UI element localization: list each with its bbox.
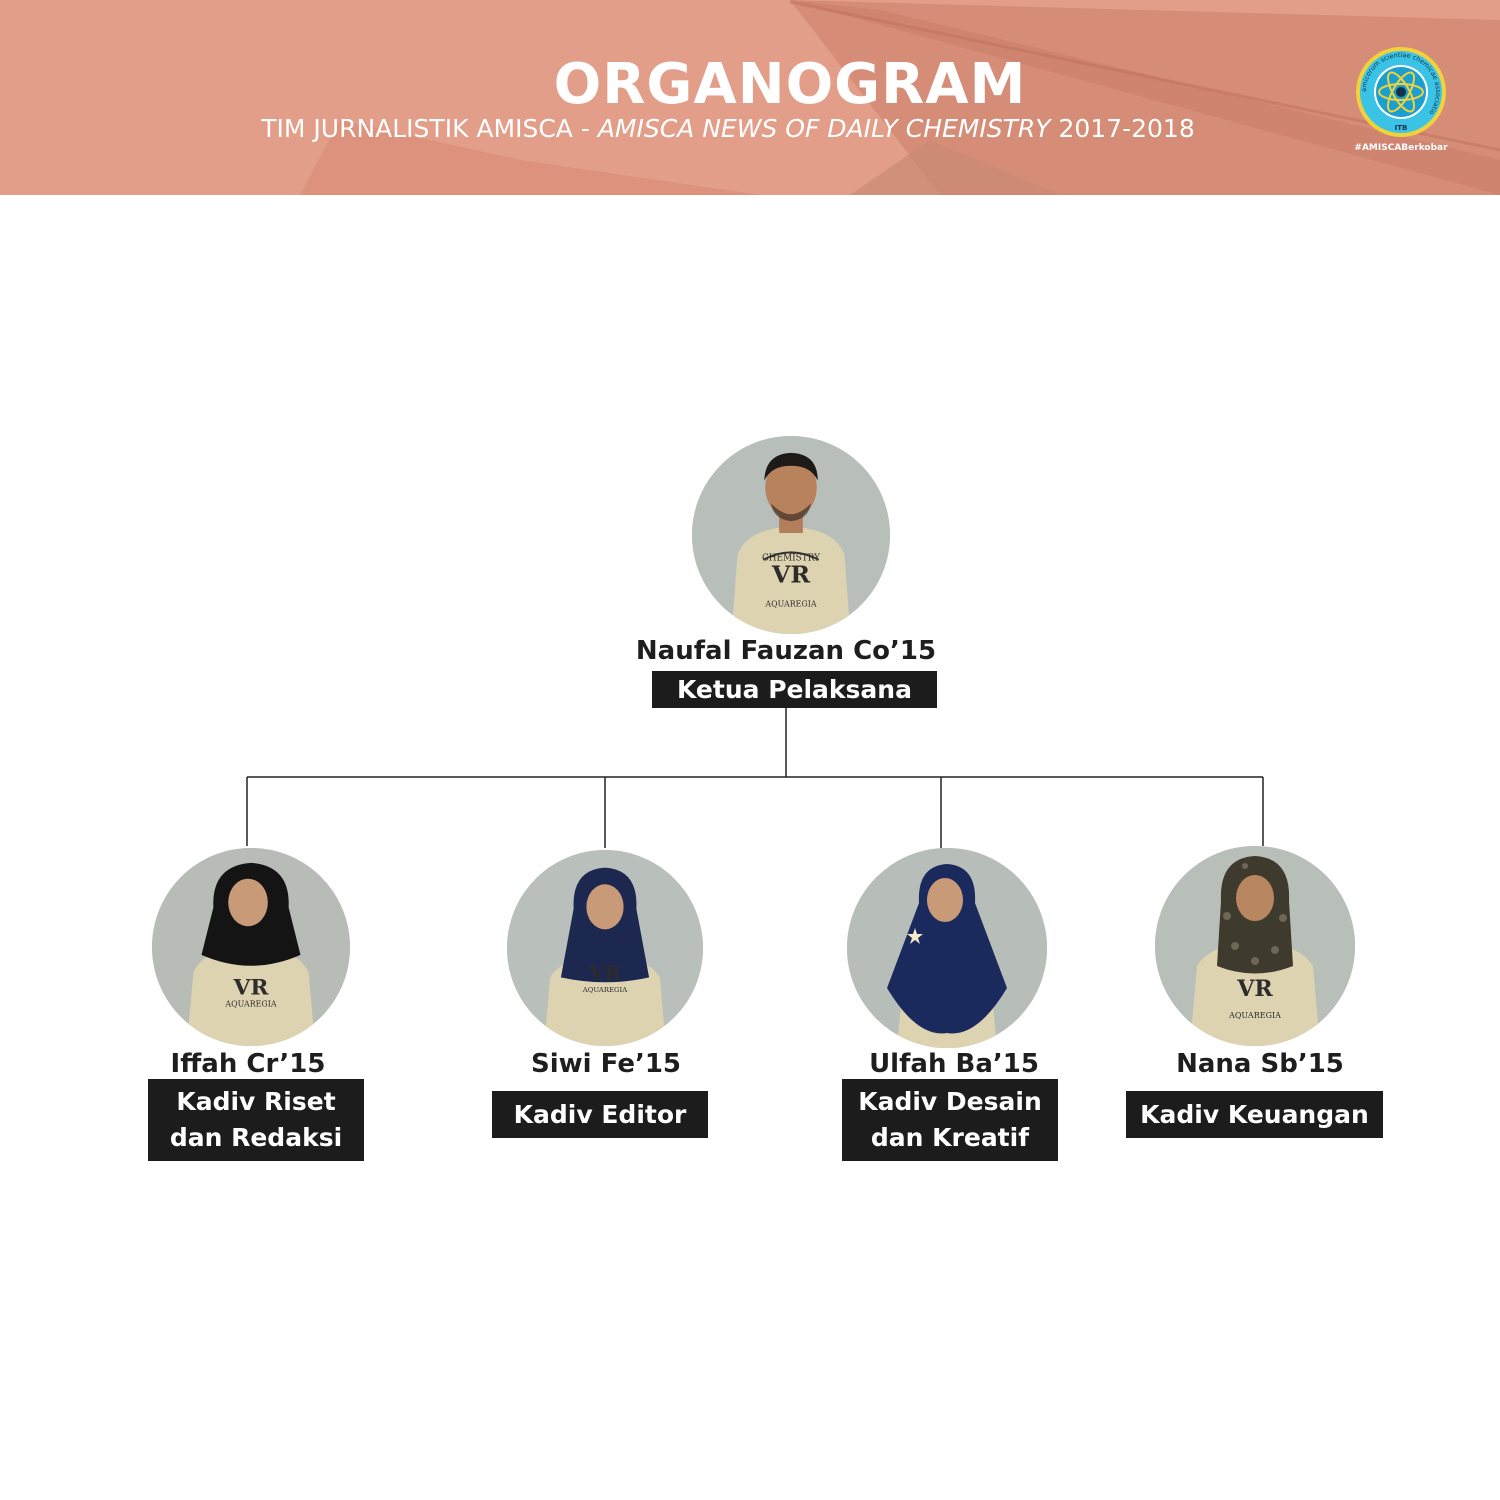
member-photo-avatar: VR AQUAREGIA (507, 850, 703, 1046)
member-role-badge: Kadiv Desain dan Kreatif (842, 1079, 1058, 1161)
member-name: Siwi Fe’15 (530, 1049, 682, 1079)
header-banner: ORGANOGRAM TIM JURNALISTIK AMISCA - AMIS… (0, 0, 1500, 195)
leader-role-badge: Ketua Pelaksana (652, 671, 937, 708)
page-title: ORGANOGRAM (553, 52, 1027, 117)
svg-text:AQUAREGIA: AQUAREGIA (224, 999, 276, 1008)
subtitle-publication: AMISCA NEWS OF DAILY CHEMISTRY (597, 114, 1051, 143)
svg-text:AQUAREGIA: AQUAREGIA (582, 986, 628, 994)
svg-text:VR: VR (233, 976, 270, 1001)
logo-bottom-text: ITB (1395, 124, 1408, 132)
member-name: Iffah Cr’15 (170, 1049, 326, 1079)
page-subtitle: TIM JURNALISTIK AMISCA - AMISCA NEWS OF … (0, 112, 1456, 146)
amisca-logo: amicorum scientiae chemicae associatio I… (1356, 47, 1446, 137)
svg-text:VR: VR (1236, 976, 1273, 1002)
member-photo-avatar (847, 848, 1047, 1048)
member-photo-avatar: VR AQUAREGIA (1155, 846, 1355, 1046)
hashtag-label: #AMISCABerkobar (1354, 143, 1448, 153)
member-name: Nana Sb’15 (1176, 1049, 1344, 1079)
leader-name: Naufal Fauzan Co’15 (635, 636, 937, 666)
subtitle-team: TIM JURNALISTIK AMISCA - (261, 114, 598, 143)
svg-text:AQUAREGIA: AQUAREGIA (1228, 1011, 1281, 1020)
leader-photo-avatar: VR AQUAREGIA CHEMISTRY (692, 436, 890, 634)
svg-text:AQUAREGIA: AQUAREGIA (764, 599, 816, 608)
svg-text:VR: VR (588, 961, 621, 984)
member-role-badge: Kadiv Editor (492, 1091, 708, 1138)
member-photo-avatar: VR AQUAREGIA (152, 848, 350, 1046)
svg-text:CHEMISTRY: CHEMISTRY (762, 554, 820, 564)
member-name: Ulfah Ba’15 (869, 1049, 1039, 1079)
subtitle-year: 2017-2018 (1050, 114, 1195, 143)
member-role-badge: Kadiv Keuangan (1126, 1091, 1383, 1138)
member-role-badge: Kadiv Riset dan Redaksi (148, 1079, 364, 1161)
svg-text:VR: VR (771, 561, 810, 589)
